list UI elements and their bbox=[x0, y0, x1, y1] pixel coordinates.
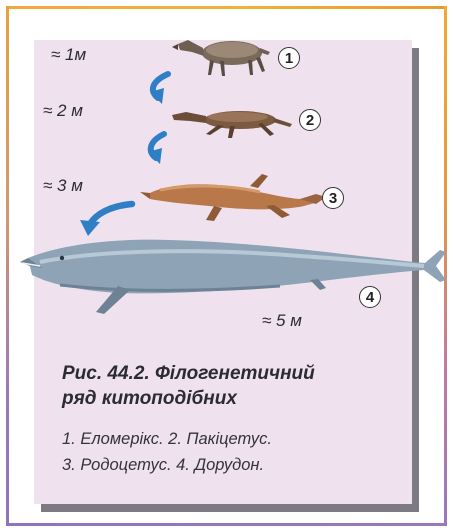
size-label-1: ≈ 1м bbox=[51, 45, 86, 65]
caption-legend-line-2: 3. Родоцетус. 4. Дорудон. bbox=[62, 456, 264, 475]
curved-arrow-icon bbox=[80, 204, 132, 236]
number-badge-1: 1 bbox=[278, 47, 300, 69]
caption-title-line-1: Рис. 44.2. Філогенетичний bbox=[62, 361, 402, 386]
size-label-3: ≈ 3 м bbox=[43, 176, 83, 196]
number-badge-4: 4 bbox=[359, 286, 381, 308]
curved-arrow-icon bbox=[150, 74, 168, 104]
pakicetus-illustration bbox=[172, 111, 292, 138]
elomeryx-illustration bbox=[172, 40, 270, 76]
number-badge-3: 3 bbox=[322, 187, 344, 209]
size-label-2: ≈ 2 м bbox=[43, 101, 83, 121]
rodhocetus-illustration bbox=[140, 174, 326, 221]
number-badge-2: 2 bbox=[299, 109, 321, 131]
size-label-4: ≈ 5 м bbox=[262, 311, 302, 331]
caption-title-line-2: ряд китоподібних bbox=[62, 386, 402, 411]
dorudon-illustration bbox=[20, 240, 446, 314]
figure-caption-title: Рис. 44.2. Філогенетичний ряд китоподібн… bbox=[62, 361, 402, 411]
caption-legend-line-1: 1. Еломерікс. 2. Пакіцетус. bbox=[62, 430, 272, 449]
curved-arrow-icon bbox=[148, 134, 164, 164]
